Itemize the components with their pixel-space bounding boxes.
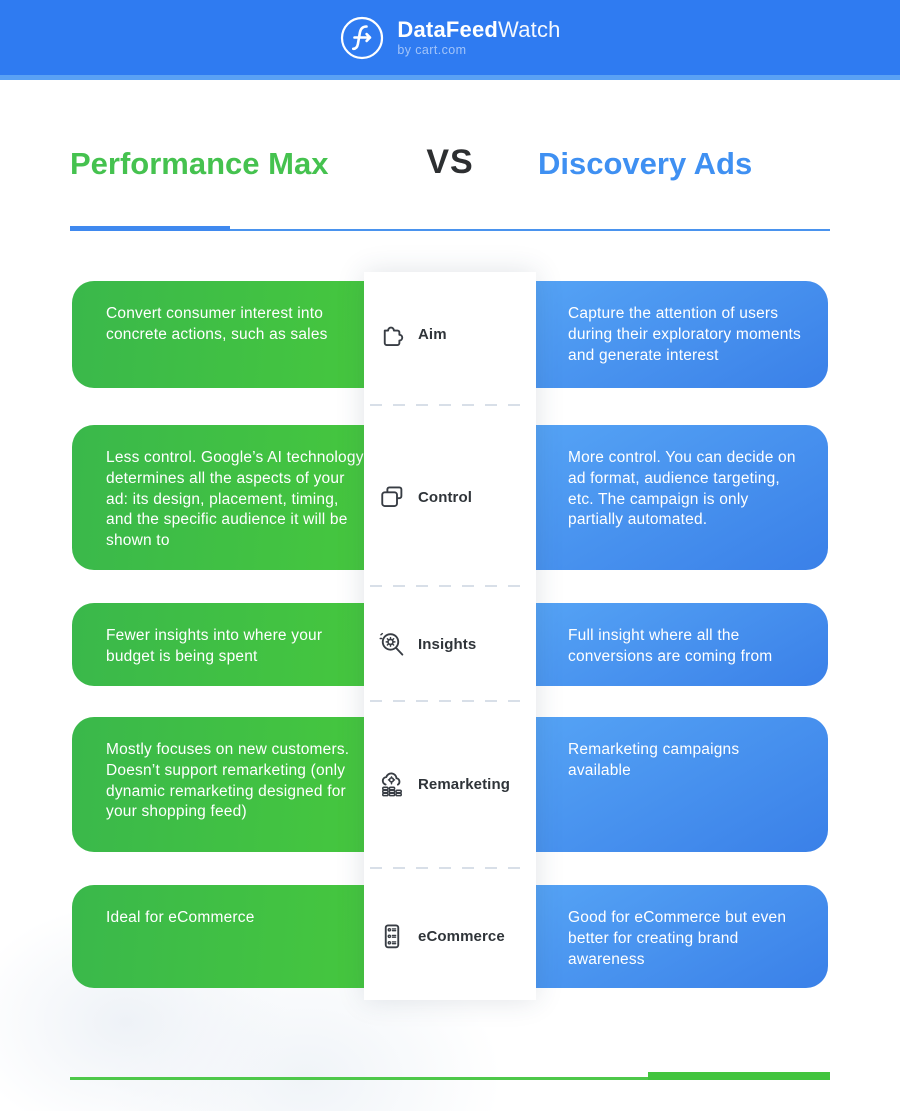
discovery-insights-card: Full insight where all the conversions a… bbox=[536, 603, 828, 686]
dashed-divider bbox=[370, 585, 530, 587]
comparison-row-aim: Convert consumer interest into concrete … bbox=[72, 281, 828, 388]
cloud-coins-icon bbox=[377, 769, 407, 799]
datafeedwatch-logo-icon bbox=[339, 15, 385, 61]
discovery-remarketing-text: Remarketing campaigns available bbox=[568, 741, 740, 779]
datafeedwatch-logo: DataFeedWatch by cart.com bbox=[339, 15, 560, 61]
bottom-divider-accent bbox=[648, 1072, 830, 1080]
brand-name-bold: DataFeed bbox=[397, 16, 499, 42]
top-divider-accent bbox=[70, 226, 230, 231]
feature-label-control: Control bbox=[418, 488, 473, 506]
title-performance-max: Performance Max bbox=[70, 146, 329, 181]
discovery-ecommerce-card: Good for eCommerce but even better for c… bbox=[536, 885, 828, 988]
pmax-remarketing-text: Mostly focuses on new customers. Doesn’t… bbox=[106, 741, 350, 821]
brand-name-light: Watch bbox=[498, 16, 561, 42]
feature-label-ecommerce: eCommerce bbox=[418, 927, 505, 945]
puzzle-icon bbox=[377, 319, 407, 349]
header-bar: DataFeedWatch by cart.com bbox=[0, 0, 900, 75]
dashed-divider bbox=[370, 404, 530, 406]
pmax-insights-text: Fewer insights into where your budget is… bbox=[106, 627, 323, 665]
discovery-insights-text: Full insight where all the conversions a… bbox=[568, 627, 773, 665]
header-accent-strip bbox=[0, 75, 900, 80]
feature-remarketing: Remarketing bbox=[377, 769, 510, 799]
discovery-aim-card: Capture the attention of users during th… bbox=[536, 281, 828, 388]
discovery-control-text: More control. You can decide on ad forma… bbox=[568, 449, 796, 529]
feature-label-aim: Aim bbox=[418, 325, 447, 343]
pmax-control-text: Less control. Google’s AI technology det… bbox=[106, 449, 364, 550]
pmax-ecommerce-text: Ideal for eCommerce bbox=[106, 909, 255, 926]
bottom-divider bbox=[70, 1072, 830, 1080]
logo-text: DataFeedWatch by cart.com bbox=[397, 18, 560, 57]
title-discovery-ads: Discovery Ads bbox=[538, 146, 753, 181]
top-divider bbox=[70, 226, 830, 231]
center-feature-column: Aim Control Insights bbox=[364, 272, 536, 1000]
title-vs: VS bbox=[426, 143, 474, 181]
feature-aim: Aim bbox=[377, 319, 447, 349]
server-list-icon bbox=[377, 921, 407, 951]
discovery-control-card: More control. You can decide on ad forma… bbox=[536, 425, 828, 570]
feature-insights: Insights bbox=[377, 629, 476, 659]
dashed-divider bbox=[370, 867, 530, 869]
dashed-divider bbox=[370, 700, 530, 702]
magnifier-gear-icon bbox=[377, 629, 407, 659]
feature-control: Control bbox=[377, 482, 472, 512]
feature-label-remarketing: Remarketing bbox=[418, 775, 510, 793]
discovery-remarketing-card: Remarketing campaigns available bbox=[536, 717, 828, 852]
feature-ecommerce: eCommerce bbox=[377, 921, 505, 951]
discovery-ecommerce-text: Good for eCommerce but even better for c… bbox=[568, 909, 787, 968]
pmax-aim-text: Convert consumer interest into concrete … bbox=[106, 305, 328, 343]
layered-cards-icon bbox=[377, 482, 407, 512]
discovery-aim-text: Capture the attention of users during th… bbox=[568, 305, 801, 364]
brand-subtitle: by cart.com bbox=[397, 43, 467, 58]
feature-label-insights: Insights bbox=[418, 635, 477, 653]
